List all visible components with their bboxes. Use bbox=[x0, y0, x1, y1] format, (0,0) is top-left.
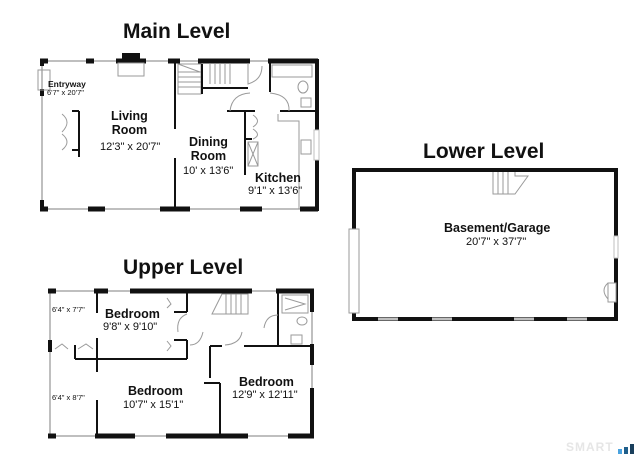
kitchen-dims: 9'1" x 13'6" bbox=[248, 185, 303, 197]
bedroom-3-label: Bedroom bbox=[239, 375, 294, 389]
entryway-label: Entryway bbox=[48, 79, 86, 89]
basement-garage-dims: 20'7" x 37'7" bbox=[466, 236, 527, 248]
dining-room-dims: 10' x 13'6" bbox=[183, 165, 234, 177]
living-room-dims: 12'3" x 20'7" bbox=[100, 141, 161, 153]
bedroom-2-label: Bedroom bbox=[128, 384, 183, 398]
bedroom-3-dims: 12'9" x 12'11" bbox=[232, 389, 298, 401]
kitchen-label: Kitchen bbox=[255, 171, 301, 185]
main-level-plan bbox=[37, 53, 320, 212]
dining-room-line1: Dining bbox=[189, 135, 228, 149]
smart-watermark: SMART bbox=[566, 440, 614, 454]
closet-b-dims: 6'4" x 8'7" bbox=[52, 393, 85, 402]
lower-level-plan bbox=[348, 168, 619, 321]
bedroom-1-dims: 9'8" x 9'10" bbox=[103, 321, 158, 333]
main-level-title: Main Level bbox=[123, 20, 231, 43]
entryway-dims: 6'7" x 20'7" bbox=[47, 88, 84, 97]
upper-level-plan bbox=[48, 288, 314, 439]
closet-a-dims: 6'4" x 7'7" bbox=[52, 305, 85, 314]
signal-bars-icon bbox=[618, 444, 634, 454]
living-room-line2: Room bbox=[111, 123, 148, 137]
bedroom-1-label: Bedroom bbox=[105, 307, 160, 321]
basement-garage-label: Basement/Garage bbox=[444, 221, 551, 235]
lower-level-title: Lower Level bbox=[423, 140, 545, 163]
dining-room-label: Dining Room bbox=[189, 135, 228, 163]
bedroom-2-dims: 10'7" x 15'1" bbox=[123, 399, 184, 411]
dining-room-line2: Room bbox=[190, 149, 227, 163]
living-room-line1: Living bbox=[111, 109, 148, 123]
living-room-label: Living Room bbox=[111, 109, 148, 137]
upper-level-title: Upper Level bbox=[123, 256, 244, 279]
